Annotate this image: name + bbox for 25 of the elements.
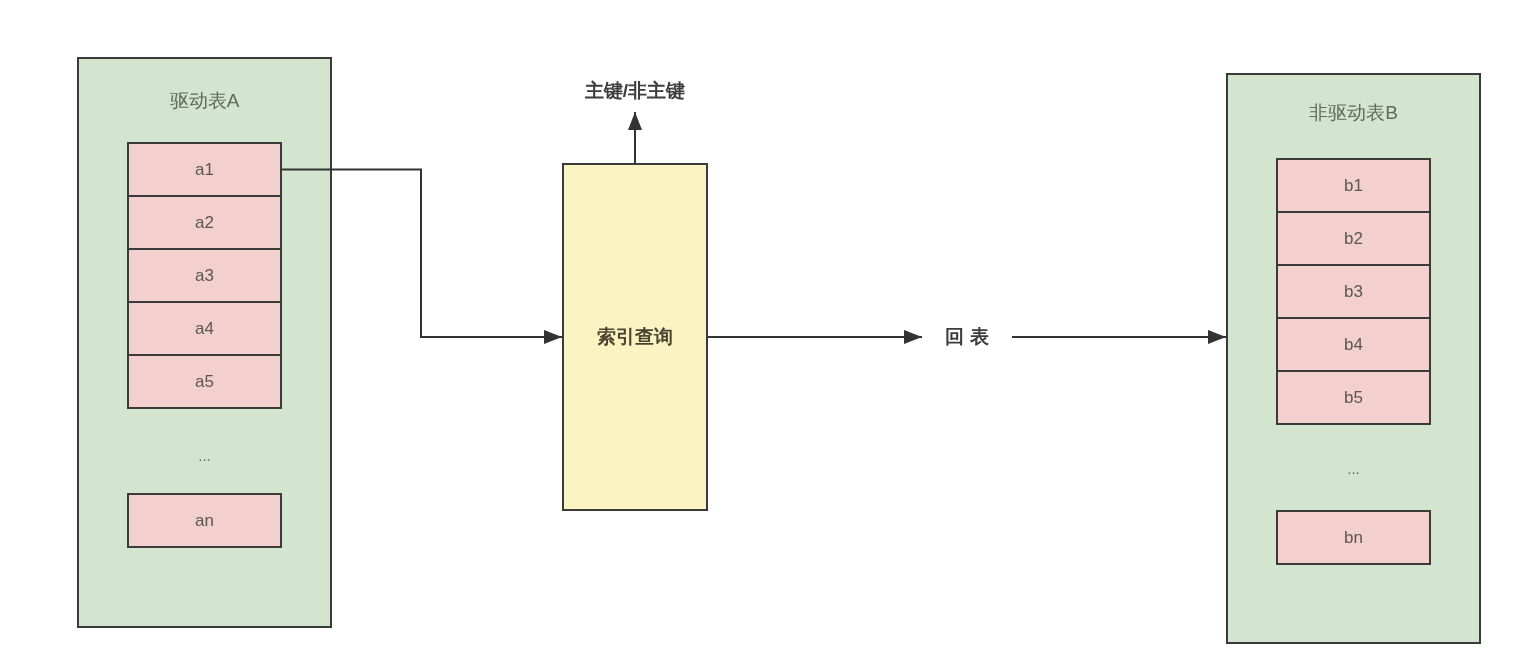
table-row: b4 bbox=[1276, 317, 1431, 372]
arrow bbox=[281, 168, 563, 344]
table-row: an bbox=[127, 493, 282, 548]
ellipsis-text: ... bbox=[197, 446, 212, 466]
table-row: a4 bbox=[127, 301, 282, 356]
arrow bbox=[707, 330, 923, 344]
table-row: b1 bbox=[1276, 158, 1431, 213]
arrow bbox=[628, 111, 642, 164]
table-row: b3 bbox=[1276, 264, 1431, 319]
table-row: b5 bbox=[1276, 370, 1431, 425]
ellipsis-text: ... bbox=[1346, 459, 1361, 479]
panel-title: 非驱动表B bbox=[1308, 101, 1399, 125]
table-row: b2 bbox=[1276, 211, 1431, 266]
table-row: a1 bbox=[127, 142, 282, 197]
table-row: a5 bbox=[127, 354, 282, 409]
table-panel bbox=[1226, 73, 1481, 644]
arrow bbox=[1011, 330, 1227, 344]
panel-title: 驱动表A bbox=[168, 89, 241, 113]
table-row: a2 bbox=[127, 195, 282, 250]
table-panel bbox=[77, 57, 332, 628]
flow-label: 回 表 bbox=[922, 322, 1012, 352]
table-row: bn bbox=[1276, 510, 1431, 565]
flow-label: 主键/非主键 bbox=[555, 70, 715, 112]
table-row: a3 bbox=[127, 248, 282, 303]
index-query-box: 索引查询 bbox=[562, 163, 708, 511]
